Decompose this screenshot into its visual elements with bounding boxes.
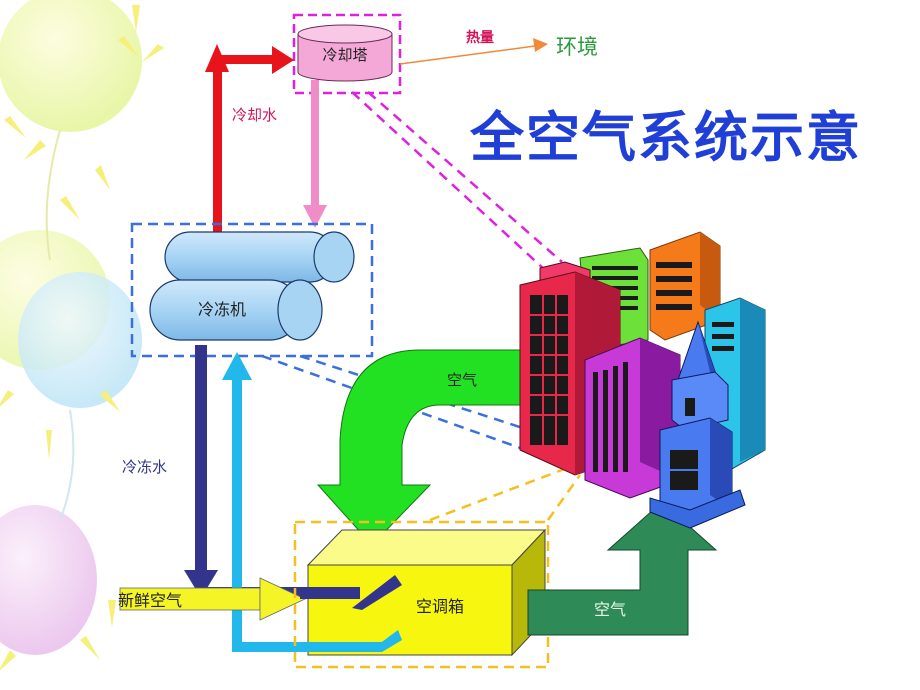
return-air-arrow: 空气	[316, 349, 531, 546]
supply-air-arrow: 空气	[527, 501, 718, 636]
chiller-label: 冷冻机	[198, 300, 246, 319]
chilled-water-arrow-tip	[300, 575, 402, 610]
cooling-tower-label: 冷却塔	[322, 46, 367, 64]
heat-arrow-head	[533, 38, 548, 52]
balloon-decoration	[0, 0, 142, 132]
balloon-decoration	[0, 505, 97, 655]
building-blue-spire	[649, 320, 746, 529]
cooling-water-arrow	[205, 44, 294, 237]
chiller: 冷冻机	[130, 222, 374, 358]
building-orange	[649, 231, 721, 341]
cooling-water-label: 冷却水	[232, 106, 277, 124]
balloon-decoration	[18, 272, 142, 408]
tower-return-arrow	[303, 80, 327, 228]
return-air-label: 空气	[447, 371, 477, 389]
fresh-air-label: 新鲜空气	[118, 591, 182, 610]
environment-label: 环境	[556, 35, 598, 59]
fresh-air-arrow	[119, 577, 306, 621]
air-handler-label: 空调箱	[416, 597, 464, 616]
supply-air-label: 空气	[594, 600, 626, 619]
buildings-illustration	[519, 231, 766, 529]
sun-rays-decoration	[0, 5, 164, 671]
page-title: 全空气系统示意	[469, 106, 862, 169]
chiller-frame	[130, 222, 374, 358]
cooling-tower: 冷却塔	[292, 13, 402, 95]
background-decoration	[0, 0, 164, 671]
heat-label: 热量	[466, 29, 494, 46]
cooling-tower-frame	[292, 13, 402, 95]
chilled-water-label: 冷冻水	[122, 458, 167, 476]
chilled-return-arrow-tip	[300, 630, 402, 652]
heat-arrow-line	[399, 45, 536, 65]
